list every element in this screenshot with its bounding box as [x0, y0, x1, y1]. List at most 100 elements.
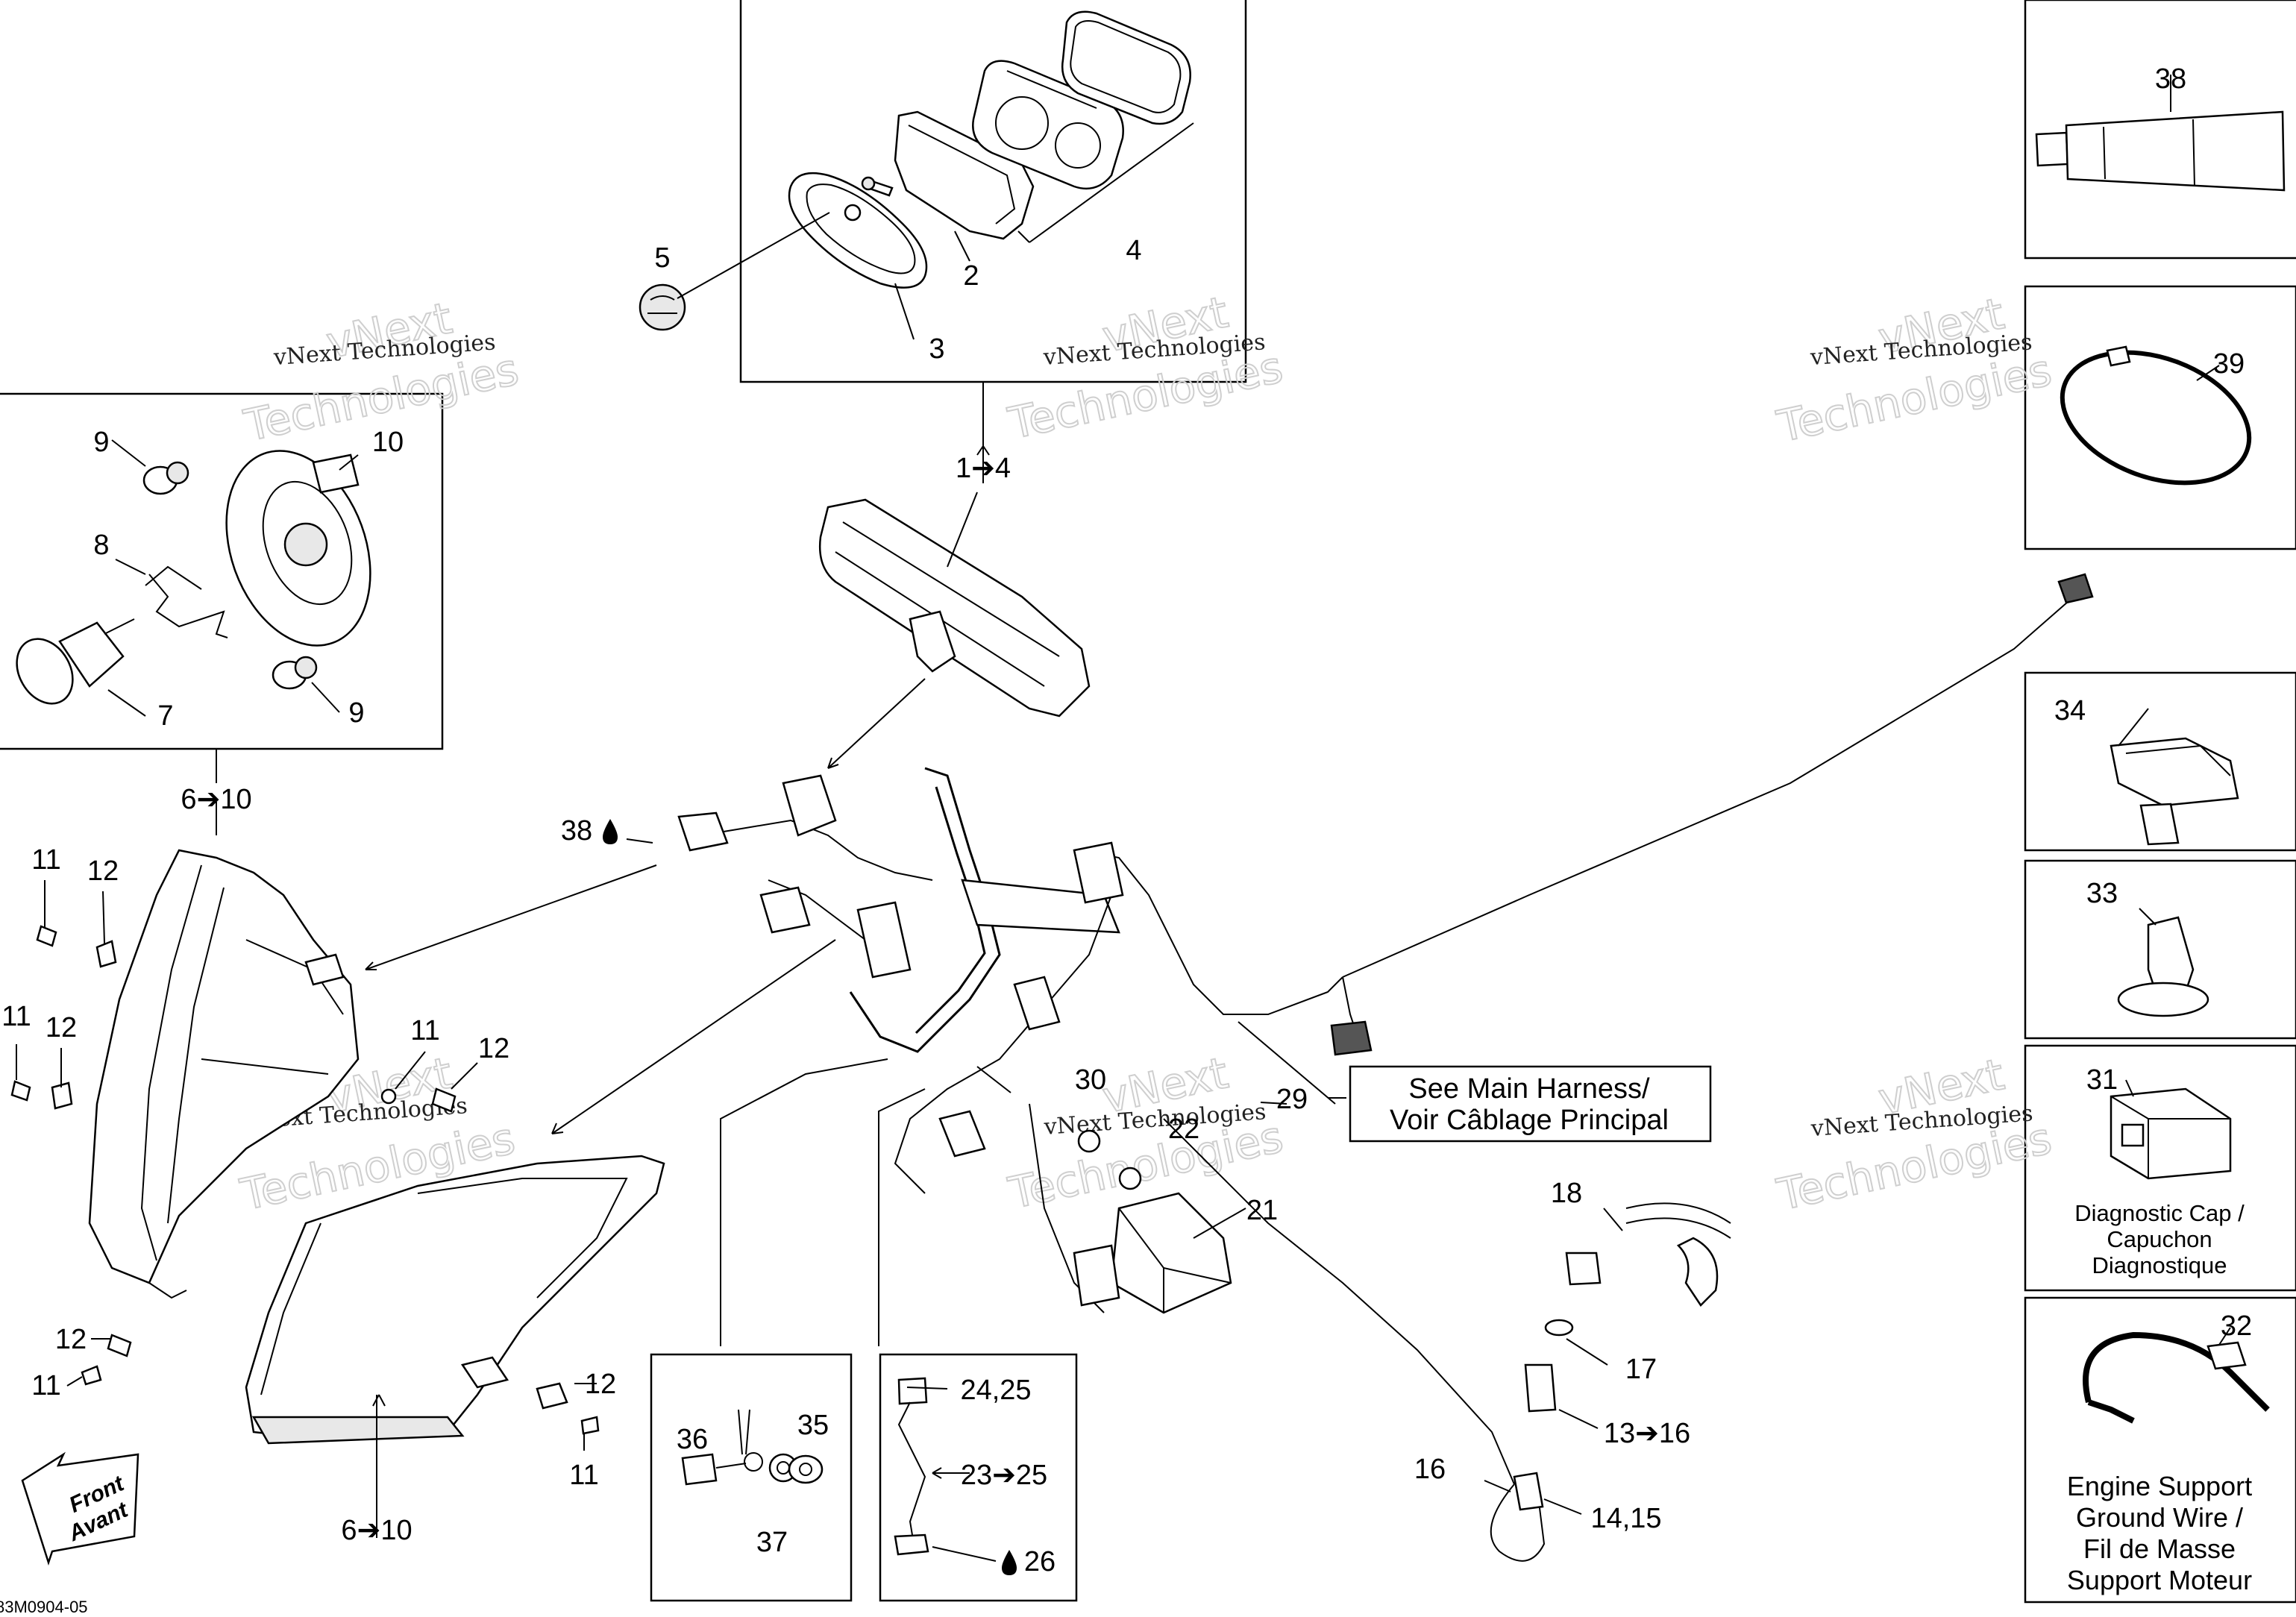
svg-text:Support Moteur: Support Moteur — [2067, 1565, 2252, 1595]
callouts: 1➔4 2 3 4 5 6➔10 6➔10 7 8 9 9 10 11 11 1… — [1, 63, 2252, 1577]
callout-34: 34 — [2054, 695, 2086, 726]
ground-screw-36 — [681, 1453, 747, 1486]
svg-text:Fil de Masse: Fil de Masse — [2083, 1533, 2236, 1564]
wiring-harness-29 — [700, 596, 2074, 1485]
watermark-right: Technologies vNext vNext Technologies — [1772, 287, 2057, 453]
watermark-lower-center: Technologies vNext vNext Technologies — [1003, 1046, 1288, 1219]
callout-35: 35 — [797, 1410, 829, 1441]
callout-2: 2 — [963, 260, 979, 292]
callout-33: 33 — [2086, 878, 2118, 909]
ground-lug-37 — [738, 1409, 763, 1472]
callout-17: 17 — [1625, 1354, 1657, 1385]
callout-4: 4 — [1126, 235, 1141, 266]
sensor-box — [879, 1353, 1078, 1602]
gauge-bracket-line-4 — [1017, 122, 1194, 243]
diagnostic-cap-31 — [2110, 1087, 2232, 1180]
callout-9-bottom: 9 — [348, 697, 364, 729]
harness-note-line1: See Main Harness/ — [1408, 1073, 1650, 1105]
callout-14-15: 14,15 — [1590, 1503, 1661, 1534]
callout-12-a: 12 — [87, 855, 119, 887]
callout-12-b: 12 — [46, 1012, 77, 1043]
cable-tie-39 — [2060, 345, 2252, 486]
headlamp-exploded-box — [0, 392, 444, 750]
gauge-cluster-assembly — [819, 498, 1091, 718]
push-rivet-33 — [2117, 916, 2209, 1017]
leader-lines — [16, 75, 2231, 1562]
callout-11-a: 11 — [31, 844, 60, 876]
temp-sensor-23-25 — [894, 1377, 929, 1556]
callout-24-25: 24,25 — [960, 1375, 1031, 1406]
right-headlamp-lens — [245, 1155, 665, 1445]
callout-11-d: 11 — [31, 1370, 60, 1401]
gauge-exploded-box — [739, 0, 1247, 383]
callout-9-top: 9 — [93, 427, 109, 458]
callout-16: 16 — [1414, 1454, 1446, 1485]
callout-32: 32 — [2221, 1310, 2252, 1342]
nut-35 — [788, 1454, 824, 1484]
callout-36: 36 — [677, 1424, 708, 1455]
clip-34 — [2110, 737, 2239, 846]
callout-29: 29 — [1276, 1084, 1308, 1115]
drop-icon — [603, 819, 618, 844]
callout-5: 5 — [654, 242, 670, 274]
svg-text:Capuchon: Capuchon — [2107, 1226, 2212, 1252]
callout-7: 7 — [157, 700, 173, 732]
sealant-drop-icons — [603, 819, 1017, 1575]
callout-39: 39 — [2213, 348, 2245, 380]
ground-wire-32 — [2083, 1331, 2270, 1424]
callout-26: 26 — [1024, 1546, 1056, 1577]
harness-note-line2: Voir Câblage Principal — [1390, 1105, 1669, 1136]
sealant-tube-38 — [2035, 110, 2286, 192]
logo-badge-5 — [639, 283, 686, 331]
callout-8: 8 — [93, 530, 109, 561]
watermark-lower-right: Technologies vNext vNext Technologies — [1772, 1048, 2057, 1221]
gauge-seal — [1061, 10, 1191, 125]
headlamp-housing-10 — [225, 450, 371, 647]
grommet-9-bottom — [272, 656, 318, 690]
diagnostic-cap-label: Diagnostic Cap / Capuchon Diagnostique — [2074, 1200, 2245, 1278]
callout-10: 10 — [372, 427, 404, 458]
watermark-left: Technologies vNext vNext Technologies — [239, 292, 524, 452]
callout-11-e: 11 — [569, 1460, 598, 1491]
reference-code: 83M0904-05 — [0, 1598, 88, 1616]
svg-text:Engine Support: Engine Support — [2067, 1471, 2252, 1501]
callout-1-4: 1➔4 — [956, 453, 1011, 484]
right-boxes — [2024, 0, 2296, 1604]
callout-12-d: 12 — [55, 1324, 87, 1355]
left-fasteners — [10, 925, 600, 1435]
ground-wire-label: Engine Support Ground Wire / Fil de Mass… — [2067, 1471, 2252, 1595]
drop-icon — [1002, 1550, 1017, 1575]
callout-38-box: 38 — [2155, 63, 2186, 95]
voltage-regulator-21 — [1073, 1192, 1232, 1314]
callout-6-10-top: 6➔10 — [181, 784, 251, 815]
callout-13-16: 13➔16 — [1604, 1418, 1690, 1449]
callout-22: 22 — [1168, 1114, 1199, 1145]
callout-31: 31 — [2086, 1064, 2118, 1096]
gauge-bezel-3 — [788, 172, 928, 289]
callout-37: 37 — [756, 1527, 788, 1558]
callout-12-c: 12 — [478, 1033, 509, 1064]
callout-11-b: 11 — [1, 1001, 31, 1032]
left-headlamp-housing — [88, 849, 360, 1299]
callout-21: 21 — [1246, 1195, 1278, 1226]
svg-text:Diagnostic Cap /: Diagnostic Cap / — [2074, 1200, 2245, 1226]
callout-11-c: 11 — [410, 1015, 439, 1046]
headlamp-bulb-7 — [16, 618, 135, 705]
harness-connectors — [677, 573, 2094, 1158]
grommet-9-top — [142, 461, 189, 495]
callout-30: 30 — [1075, 1064, 1106, 1096]
callout-23-25: 23➔25 — [961, 1460, 1047, 1491]
gauge-cluster-4 — [972, 60, 1124, 190]
bulb-clip-8 — [145, 565, 228, 638]
callout-18: 18 — [1551, 1178, 1582, 1209]
nut-22 — [1077, 1129, 1142, 1190]
ground-screw-box — [650, 1353, 853, 1602]
gauge-lens-2 — [894, 110, 1035, 240]
front-arrow — [21, 1451, 139, 1566]
watermark-center: Technologies vNext vNext Technologies — [1003, 286, 1288, 450]
harness-note-box: See Main Harness/ Voir Câblage Principal — [1349, 1065, 1712, 1143]
callout-12-e: 12 — [585, 1369, 616, 1400]
gauge-screw — [861, 176, 894, 197]
callout-3: 3 — [929, 333, 944, 365]
